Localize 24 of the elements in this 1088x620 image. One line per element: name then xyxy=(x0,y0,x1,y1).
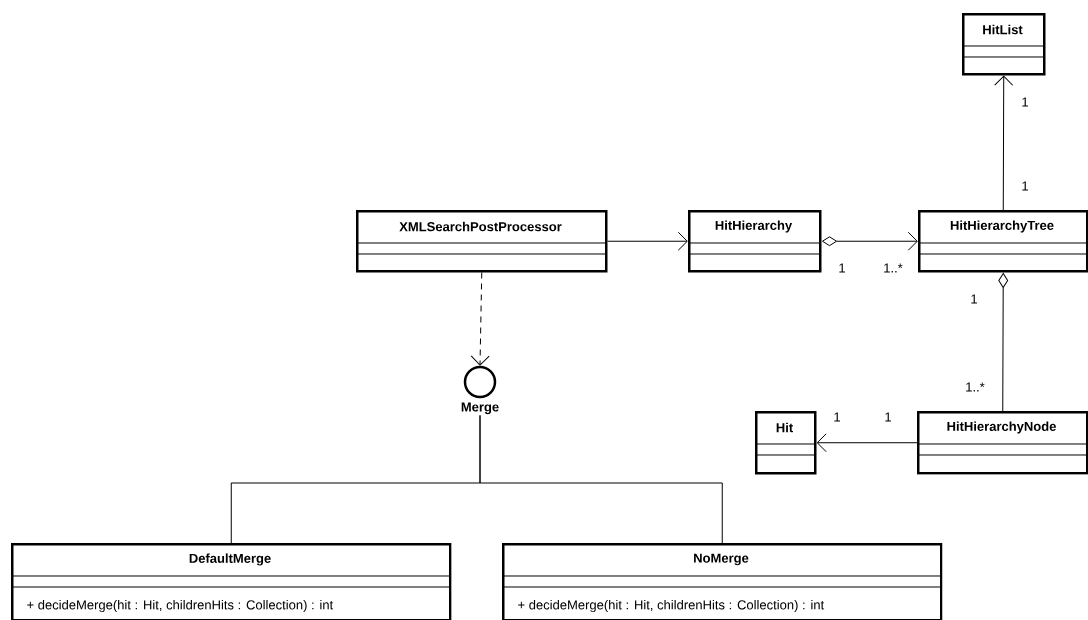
class-box: XMLSearchPostProcessor xyxy=(355,210,608,273)
association-arrow xyxy=(607,231,688,251)
class-box: HitList xyxy=(961,13,1046,76)
node-label: Merge xyxy=(461,402,499,415)
class-box: HitHierarchyNode xyxy=(916,411,1088,475)
multiplicity-label: 1 xyxy=(1022,181,1028,191)
association-arrow xyxy=(816,433,918,453)
association-arrow xyxy=(998,272,1009,412)
dependency-arrow xyxy=(470,272,490,366)
association-arrow xyxy=(994,75,1014,211)
class-box: Hit xyxy=(754,411,817,475)
multiplicity-label: 1 xyxy=(971,294,977,304)
multiplicity-label: 1 xyxy=(885,412,891,422)
multiplicity-label: 1 xyxy=(839,263,845,273)
class-box: NoMerge + decideMerge(hit : Hit, childrenHits : Collection) : int xyxy=(501,543,943,620)
multiplicity-label: 1 xyxy=(1022,97,1028,107)
connector-line xyxy=(479,414,723,544)
class-box: HitHierarchy xyxy=(687,210,822,273)
association-arrow xyxy=(821,231,918,251)
multiplicity-label: 1..* xyxy=(966,382,985,392)
class-box: HitHierarchyTree xyxy=(917,210,1088,273)
multiplicity-label: 1 xyxy=(834,412,840,422)
multiplicity-label: 1..* xyxy=(884,263,903,273)
class-box: DefaultMerge + decideMerge(hit : Hit, childrenHits : Collection) : int xyxy=(10,543,452,620)
